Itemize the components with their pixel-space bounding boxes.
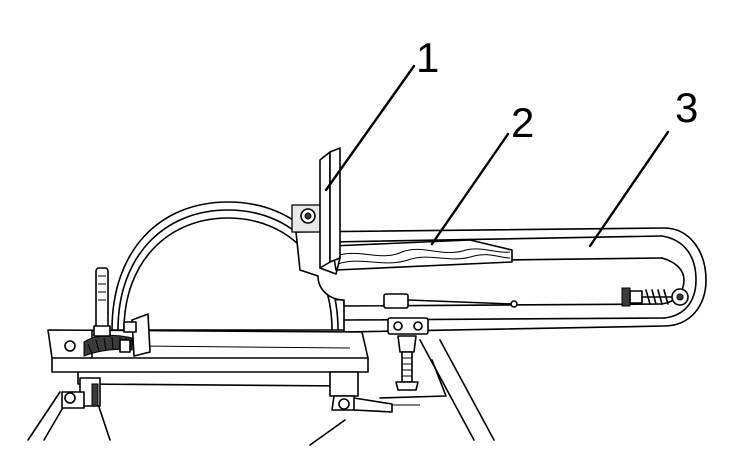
leader-line-3 [588,130,670,248]
leader-line-2 [430,132,510,246]
miter-gauge [83,267,151,357]
callout-1: 1 [416,34,439,81]
tension-knob [621,287,689,307]
callout-3: 3 [675,84,698,131]
leader-line-1 [324,64,416,192]
front-trunnion [61,377,101,409]
callout-2: 2 [511,99,534,146]
bracket-and-bolts [387,317,429,391]
callout-leaders [324,64,670,248]
workpiece [331,239,513,271]
callout-labels: 1 2 3 [416,34,698,146]
backstop-fence [319,147,341,275]
